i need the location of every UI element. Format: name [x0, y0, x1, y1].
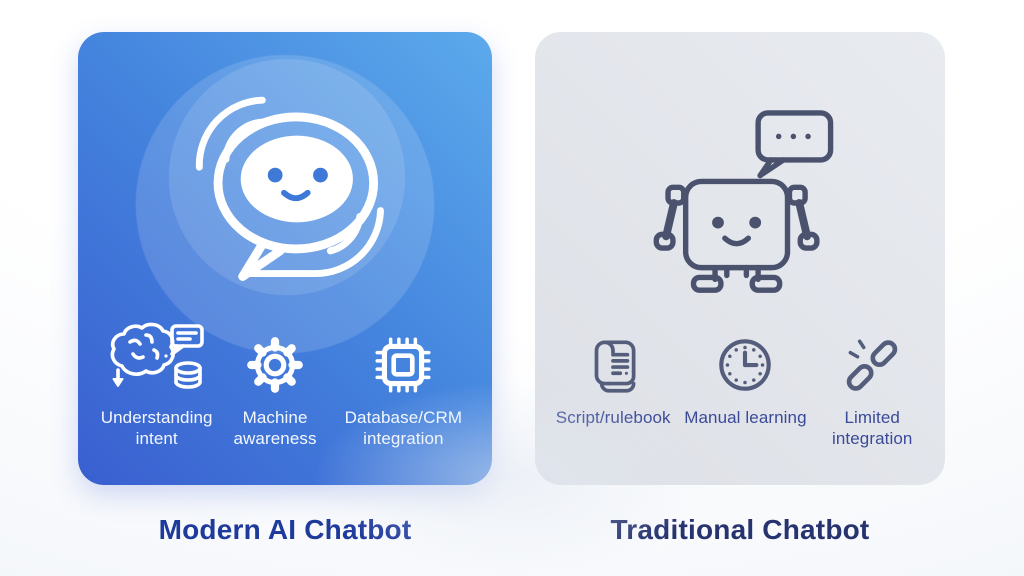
feature-database-crm: Database/CRM integration — [329, 326, 478, 450]
traditional-chatbot-card: Script/rulebook Manual learning — [535, 32, 945, 485]
feature-label: Database/CRM integration — [344, 408, 463, 449]
feature-label: Machine awareness — [233, 408, 317, 449]
gear-icon — [242, 326, 308, 398]
feature-manual-learning: Manual learning — [684, 326, 807, 450]
feature-label: Understanding intent — [100, 408, 213, 449]
feature-script-rulebook: Script/rulebook — [556, 326, 671, 450]
modern-features-row: Understanding intent Machine awareness — [78, 322, 492, 450]
feature-understanding-intent: Understanding intent — [92, 322, 221, 450]
feature-label: Script/rulebook — [555, 408, 671, 427]
traditional-chatbot-title: Traditional Chatbot — [610, 514, 870, 545]
scroll-icon — [580, 326, 646, 398]
robot-mascot-graphic — [535, 32, 945, 328]
traditional-features-row: Script/rulebook Manual learning — [535, 326, 945, 450]
chip-icon — [370, 326, 436, 398]
feature-machine-awareness: Machine awareness — [221, 326, 328, 450]
feature-limited-integration: Limited integration — [820, 326, 924, 450]
modern-chatbot-title: Modern AI Chatbot — [158, 514, 412, 545]
robot-icon — [653, 110, 833, 293]
modern-chatbot-card: Understanding intent Machine awareness — [78, 32, 492, 485]
feature-label: Manual learning — [684, 408, 807, 427]
ai-chatbot-mascot-graphic — [78, 32, 492, 328]
brain-intent-icon — [101, 322, 213, 398]
feature-label: Limited integration — [831, 408, 913, 449]
broken-link-icon — [839, 326, 905, 398]
chat-bubble-face-icon — [168, 58, 406, 296]
clock-icon — [712, 326, 778, 398]
